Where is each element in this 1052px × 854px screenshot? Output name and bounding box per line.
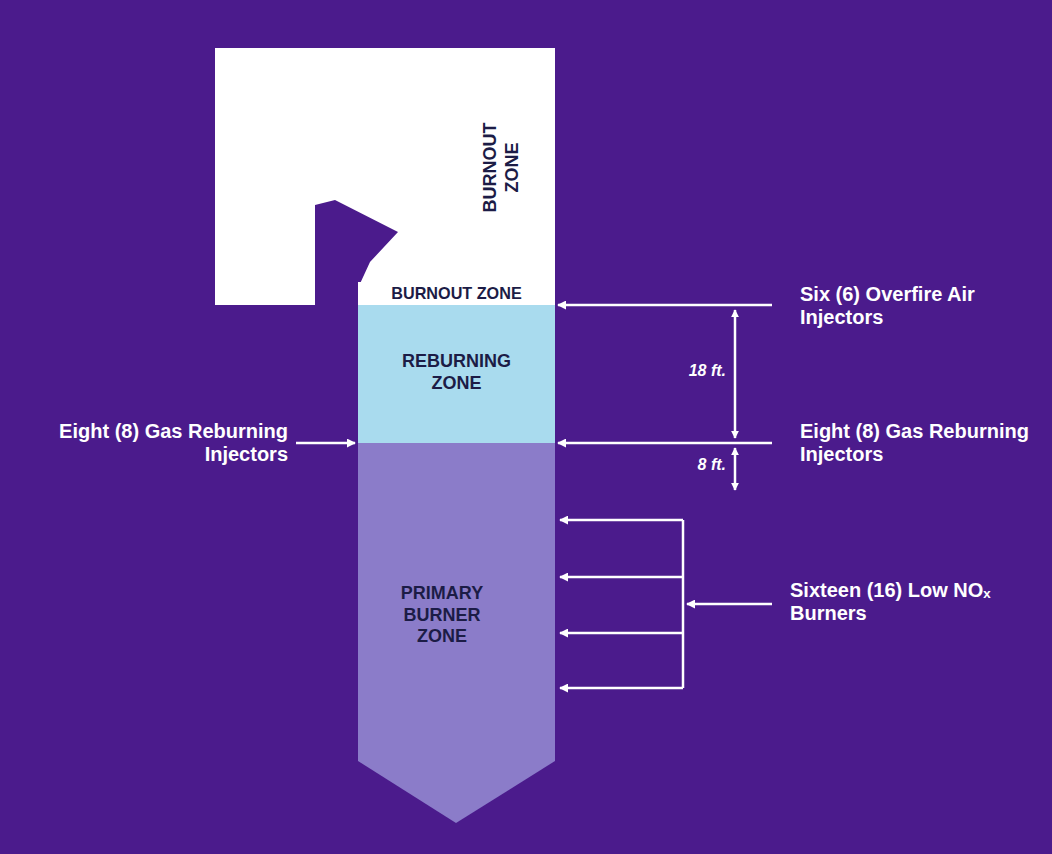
zone-label: PRIMARY BURNER ZONE [386,583,498,648]
zone-label: BURNOUT ZONE [480,120,523,216]
reburning-zone: REBURNING ZONE [358,305,555,443]
dimension-line [734,448,737,490]
upper-burnout-region: BURNOUT ZONE [215,48,555,305]
burner-feed-arrow [687,603,772,606]
zone-fill [358,282,555,305]
manifold-line [682,520,685,688]
dimension-line [734,310,737,438]
label-slot: 18 ft. [660,362,726,380]
burner-label: Sixteen (16) Low NOₓ Burners [790,579,1010,625]
label-slot: 8 ft. [670,456,726,474]
burnout-zone-band: BURNOUT ZONE [358,282,555,305]
label-slot: Six (6) Overfire Air Injectors [800,283,980,329]
dimension-label: 18 ft. [660,362,726,380]
injector-label: Six (6) Overfire Air Injectors [800,283,980,329]
injector-label: Eight (8) Gas Reburning Injectors [800,420,1030,466]
label-slot: Eight (8) Gas Reburning Injectors [800,420,1030,466]
burner-arrow [560,687,683,690]
dimension-label: 8 ft. [670,456,726,474]
overfire-arrow [558,304,772,307]
zone-fill [358,443,555,823]
gas-injector-arrow [558,442,772,445]
injector-label: Eight (8) Gas Reburning Injectors [48,420,288,466]
gas-injector-arrow [296,442,355,445]
label-slot: Sixteen (16) Low NOₓ Burners [790,579,1010,625]
label-slot: Eight (8) Gas Reburning Injectors [48,420,288,466]
burner-arrow [560,632,683,635]
primary-burner-zone: PRIMARY BURNER ZONE [358,443,555,823]
zone-fill [215,48,555,305]
zone-label: REBURNING ZONE [392,351,522,394]
burner-arrow [560,576,683,579]
zone-label: BURNOUT ZONE [391,284,521,303]
burner-arrow [560,519,683,522]
